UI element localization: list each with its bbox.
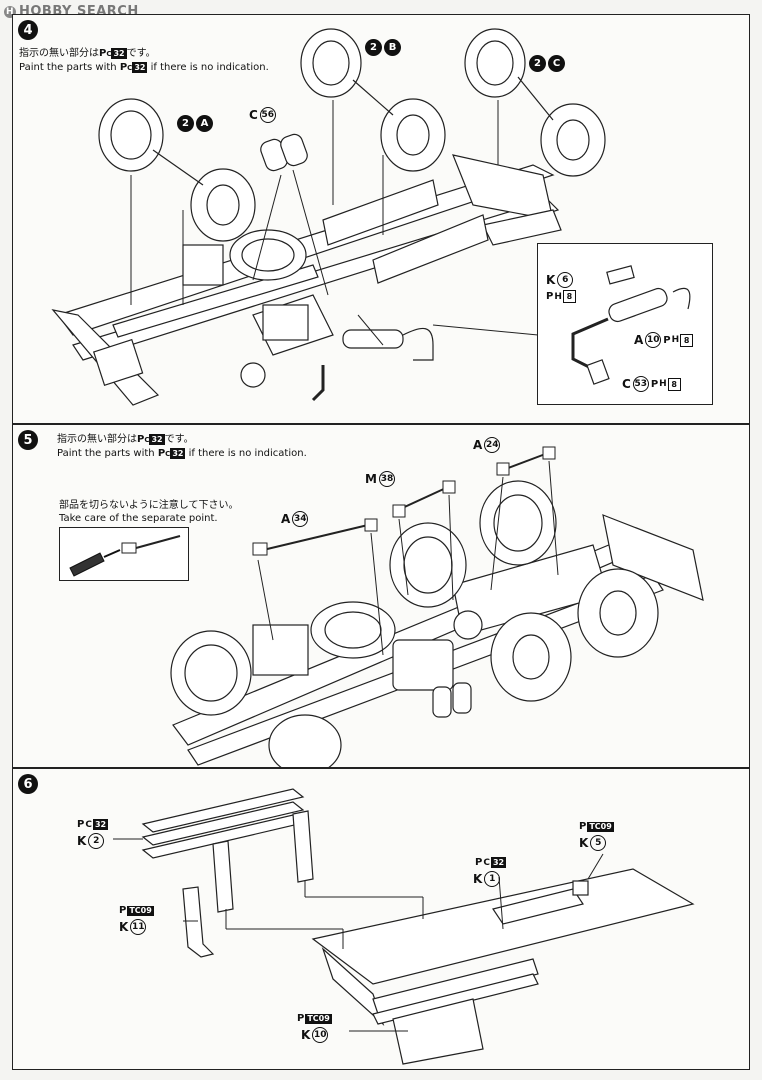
- note-en: Paint the parts with: [19, 62, 117, 73]
- step-number-badge: 4: [18, 20, 38, 40]
- exhaust-detail-illustration: [571, 265, 691, 385]
- step-6-panel: 6: [12, 768, 750, 1070]
- step-number-badge: 5: [18, 430, 38, 450]
- step-number-badge: 6: [18, 774, 38, 794]
- knife-cut-illustration: [69, 535, 181, 577]
- step-6-frame-illustration: [113, 788, 695, 1065]
- paint-code-chip: 32: [111, 48, 127, 59]
- note-jp: 指示の無い部分は: [19, 48, 99, 59]
- caution-note: 部品を切らないように注意して下さい。 Take care of the sepa…: [59, 500, 239, 524]
- step-5-chassis-illustration: [170, 446, 704, 767]
- cutting-detail-inset: [59, 527, 189, 581]
- step-4-chassis-illustration: [51, 28, 606, 406]
